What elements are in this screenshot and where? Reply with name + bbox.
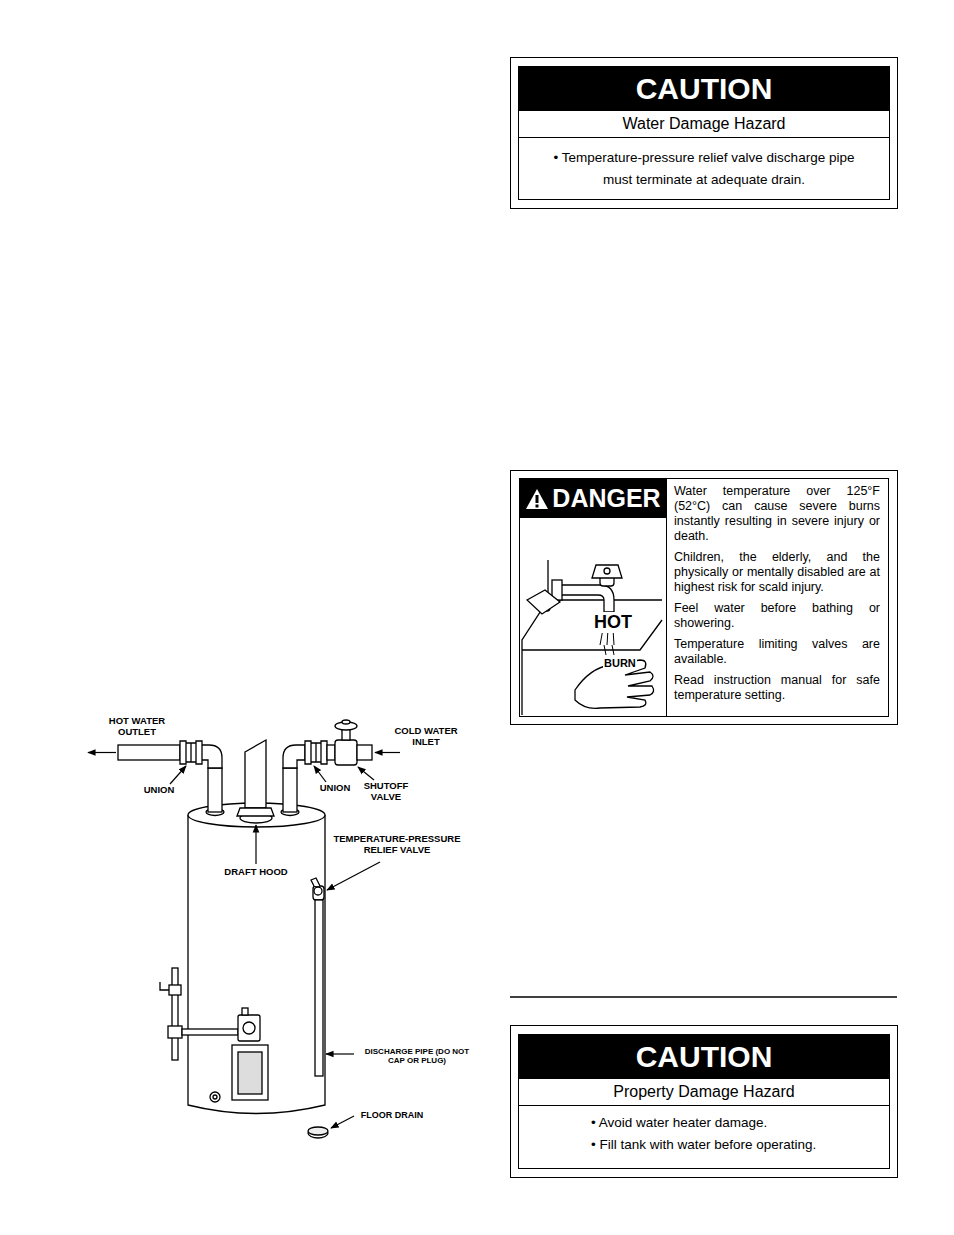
- hazard-row: Water Damage Hazard: [519, 111, 889, 138]
- water-heater-part: [245, 740, 266, 808]
- caution-label: CAUTION Property Damage Hazard • Avoid wat…: [510, 1025, 898, 1178]
- water-heater-part: [342, 720, 350, 724]
- water-heater-part: [200, 745, 222, 768]
- water-heater-part: [180, 741, 202, 764]
- water-heater-part: [213, 1095, 217, 1099]
- water-heater: [118, 720, 372, 1138]
- part-label: FLOOR DRAIN: [356, 1110, 428, 1120]
- scald-illustration-part: [522, 620, 662, 650]
- water-heater-part: [315, 743, 316, 762]
- water-heater-part: [305, 741, 327, 764]
- water-heater-part: [314, 887, 322, 895]
- part-label: UNION: [314, 783, 356, 794]
- water-heater-part: [308, 1127, 328, 1135]
- scald-illustration-part: [592, 565, 622, 578]
- leader-lines-part: [327, 862, 380, 890]
- message-line: • Avoid water heater damage.: [591, 1112, 879, 1134]
- water-heater-part: [311, 878, 320, 886]
- message-line: Temperature limiting valves are availabl…: [674, 637, 880, 667]
- part-label: TEMPERATURE-PRESSURE RELIEF VALVE: [326, 834, 468, 856]
- water-heater-part: [238, 1052, 262, 1094]
- water-heater-part: [243, 1022, 255, 1034]
- water-heater-part: [172, 968, 178, 1060]
- danger-label: DANGER Water temperature over 125°F (52°C…: [510, 470, 898, 725]
- label-frame: CAUTION Property Damage Hazard • Avoid wat…: [518, 1034, 890, 1169]
- message-panel: • Temperature-pressure relief valve disc…: [519, 138, 889, 199]
- message-line: • Temperature-pressure relief valve disc…: [553, 147, 855, 191]
- scald-illustration: [522, 560, 662, 715]
- header-bar: CAUTION: [519, 67, 889, 111]
- leader-lines-part: [358, 767, 374, 780]
- hazard-row: Property Damage Hazard: [519, 1079, 889, 1106]
- water-heater-part: [327, 745, 335, 760]
- scald-illustration-part-part: [612, 645, 614, 655]
- header-bar: DANGER: [520, 479, 666, 518]
- water-heater-part: [190, 743, 191, 762]
- water-heater-part: [182, 1029, 238, 1035]
- pictogram-panel: DANGER: [520, 479, 667, 716]
- scald-illustration-part: [522, 600, 662, 715]
- water-heater-part: [238, 1015, 260, 1041]
- water-heater-part: [242, 1008, 248, 1015]
- leader-lines-part: [88, 752, 116, 753]
- pictogram-word: HOT: [593, 612, 633, 633]
- alert-symbol: [525, 488, 549, 510]
- water-heater-part: [283, 745, 305, 768]
- scald-illustration-part: [560, 585, 614, 612]
- message-line: Water temperature over 125°F (52°C) can …: [674, 484, 880, 544]
- water-heater-part: [169, 985, 181, 995]
- scald-illustration-part-part: [604, 645, 606, 655]
- header-bar: CAUTION: [519, 1035, 889, 1079]
- caution-label: CAUTION Water Damage Hazard • Temperature-…: [510, 57, 898, 209]
- part-label: DRAFT HOOD: [219, 867, 293, 878]
- leader-lines-part: [326, 1053, 354, 1054]
- water-heater-part: [160, 982, 169, 990]
- part-label: HOT WATER OUTLET: [98, 716, 176, 738]
- signal-word: DANGER: [552, 484, 660, 513]
- signal-word: CAUTION: [636, 1040, 773, 1073]
- pictogram-word: BURN: [603, 657, 637, 670]
- scald-illustration-part: [604, 568, 610, 574]
- leader-lines-part: [255, 825, 256, 864]
- rule-line: [510, 996, 897, 998]
- water-heater-part: [168, 1026, 182, 1038]
- water-heater-part: [283, 768, 297, 812]
- message-line: Read instruction manual for safe tempera…: [674, 673, 880, 703]
- part-label: DISCHARGE PIPE (DO NOT CAP OR PLUG): [356, 1047, 478, 1065]
- signal-word: CAUTION: [636, 72, 773, 105]
- label-frame: DANGER Water temperature over 125°F (52°C…: [519, 478, 889, 717]
- part-label: SHUTOFF VALVE: [358, 781, 414, 803]
- alert-bar: [536, 495, 539, 503]
- water-heater-part: [357, 745, 372, 760]
- message-line: Children, the elderly, and the physicall…: [674, 550, 880, 595]
- water-heater-part: [208, 768, 222, 812]
- label-frame: CAUTION Water Damage Hazard • Temperature-…: [518, 66, 890, 200]
- alert-triangle: [526, 489, 548, 509]
- scald-illustration-part: [527, 590, 560, 614]
- leader-lines-part: [314, 766, 326, 782]
- water-heater-part: [308, 1128, 328, 1138]
- part-label: COLD WATER INLET: [386, 726, 466, 748]
- leader-lines-part: [375, 752, 400, 753]
- water-heater-part: [313, 886, 324, 900]
- message-line: Feel water before bathing or showering.: [674, 601, 880, 631]
- leader-lines-part: [331, 1116, 354, 1128]
- message-line: • Fill tank with water before operating.: [591, 1134, 879, 1156]
- leader-lines: [88, 753, 400, 1129]
- part-label: UNION: [138, 785, 180, 796]
- water-heater-part: [232, 1045, 268, 1100]
- hazard-title: Property Damage Hazard: [613, 1083, 794, 1100]
- water-heater-part: [237, 808, 274, 816]
- water-heater-part: [315, 900, 323, 1076]
- leader-lines-part: [170, 766, 186, 784]
- water-heater-part: [210, 1092, 220, 1102]
- alert-dot: [536, 504, 539, 507]
- message-panel: • Avoid water heater damage.• Fill tank …: [519, 1106, 889, 1164]
- message-panel: Water temperature over 125°F (52°C) can …: [667, 479, 888, 716]
- water-heater-part: [188, 815, 325, 1114]
- water-heater-part: [118, 745, 180, 760]
- water-heater-part: [335, 740, 357, 765]
- hazard-title: Water Damage Hazard: [622, 115, 785, 132]
